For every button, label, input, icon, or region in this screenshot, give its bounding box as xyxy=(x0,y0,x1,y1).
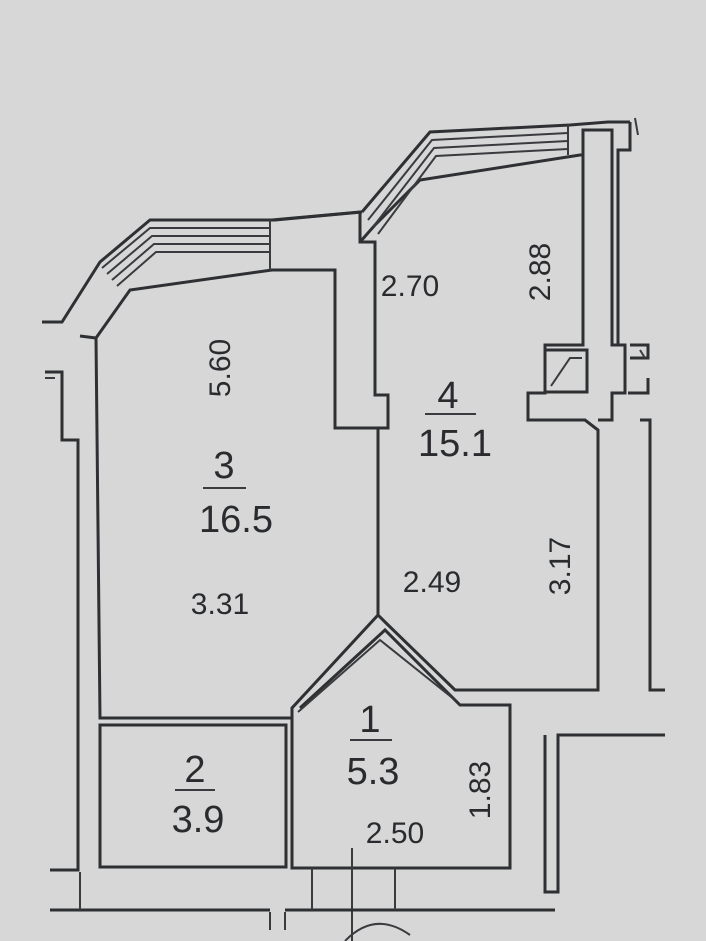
room-2-label: 2 3.9 xyxy=(172,749,225,841)
room-2-number: 2 xyxy=(184,749,205,791)
room-4-label: 4 15.1 xyxy=(418,375,492,465)
room-3-area: 16.5 xyxy=(199,499,273,541)
room-4-mid-width-dimension: 2.49 xyxy=(403,566,461,599)
room-4-top-width-dimension: 2.70 xyxy=(381,270,439,303)
room-3-height-dimension: 5.60 xyxy=(204,339,237,397)
room-1-label: 1 5.3 xyxy=(347,699,400,793)
walls xyxy=(42,117,665,941)
room-1-height-dimension: 1.83 xyxy=(464,761,497,819)
room-4-top-height-dimension: 2.88 xyxy=(524,243,557,301)
room-1-number: 1 xyxy=(359,699,380,741)
room-3-width-dimension: 3.31 xyxy=(191,588,249,621)
room-4-lower-height-dimension: 3.17 xyxy=(544,537,577,595)
room-2-area: 3.9 xyxy=(172,799,225,841)
room-4-area: 15.1 xyxy=(418,423,492,465)
room-3-label: 3 16.5 xyxy=(199,445,273,541)
room-1-width-dimension: 2.50 xyxy=(366,817,424,850)
dimension-labels: 5.60 3.31 2.70 2.88 2.49 3.17 2.50 1.83 xyxy=(191,243,577,850)
room-1-area: 5.3 xyxy=(347,751,400,793)
room-4-number: 4 xyxy=(437,375,458,417)
room-3-number: 3 xyxy=(213,445,234,487)
